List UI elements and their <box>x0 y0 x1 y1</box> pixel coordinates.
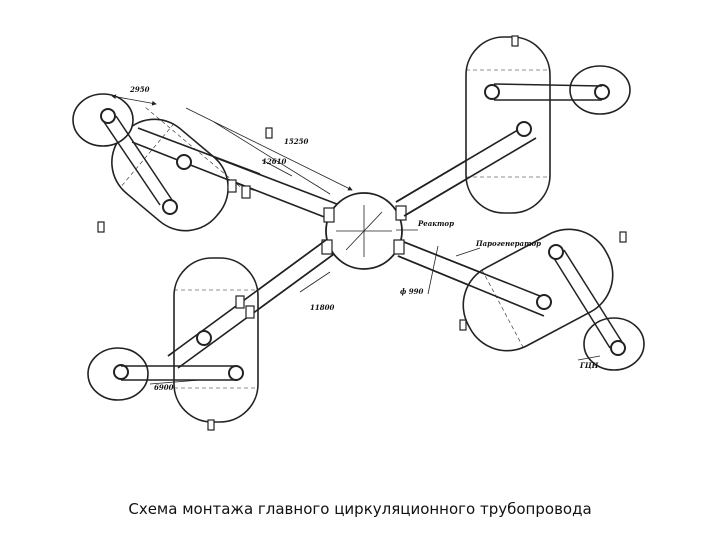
label-pump: ГЦН <box>579 361 599 370</box>
diagram-labels: Реактор Парогенератор ГЦН 2950 15250 126… <box>129 85 599 392</box>
pump-ne <box>484 65 631 137</box>
label-dim-2950: 2950 <box>129 85 150 94</box>
pipe-details <box>97 35 627 431</box>
label-diameter: ф 990 <box>400 287 423 296</box>
pump-nw <box>72 93 192 215</box>
reactor-vessel <box>321 192 407 270</box>
steam-generator-ne <box>465 36 551 214</box>
label-dim-11800: 11800 <box>310 303 334 312</box>
label-reactor: Реактор <box>417 219 454 228</box>
figure-caption: Схема монтажа главного циркуляционного т… <box>128 500 592 518</box>
label-dim-6900: 6900 <box>154 383 174 392</box>
label-dim-12610: 12610 <box>262 157 286 166</box>
label-steam-generator: Парогенератор <box>475 239 541 248</box>
pump-sw <box>87 330 244 401</box>
steam-generator-se <box>462 228 614 352</box>
pump-se <box>536 244 645 371</box>
dimension-lines <box>111 94 601 385</box>
label-dim-15250: 15250 <box>284 137 308 146</box>
